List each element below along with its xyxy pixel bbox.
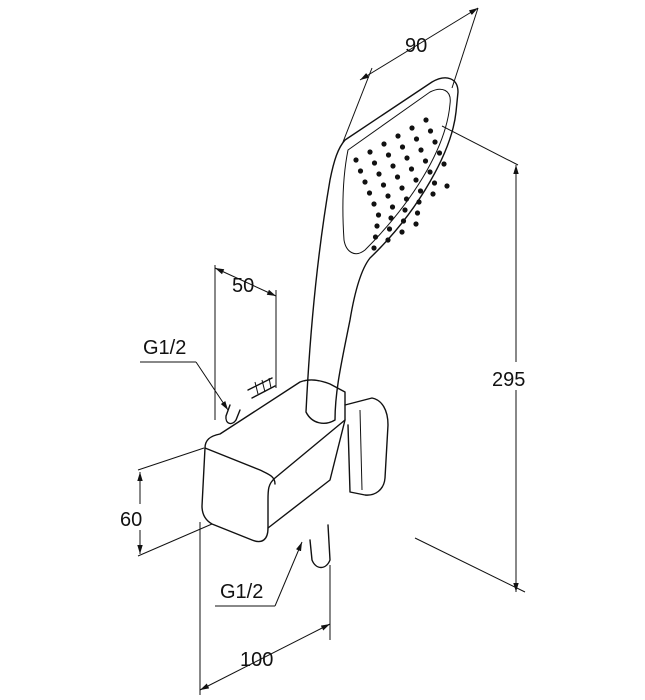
nozzle-dot [381,141,387,147]
nozzle-dot [376,171,382,177]
nozzle-dot [408,166,415,172]
nozzle-dot [423,117,429,123]
nozzle-dot [385,193,391,199]
nozzle-pattern [353,117,450,251]
nozzle-dot [380,182,387,188]
nozzle-dot [399,185,405,191]
nozzle-dot [390,163,396,169]
nozzle-dot [395,133,401,139]
nozzle-dot [400,218,407,224]
label-top-connection: G1/2 [140,337,229,411]
nozzle-dot [371,201,377,207]
nozzle-dot [366,190,373,196]
nozzle-dot [386,226,393,232]
wall-bracket [201,377,389,569]
dimension-depth: 100 [199,522,331,695]
nozzle-dot [432,139,438,145]
nozzle-dot [388,215,394,221]
nozzle-dot [414,210,421,216]
nozzle-dot [444,183,450,189]
g12-bottom-label: G1/2 [220,581,263,603]
nozzle-dot [427,169,433,175]
nozzle-dot [389,204,396,210]
nozzle-dot [441,161,447,167]
nozzle-dot [362,179,368,185]
hand-shower [305,77,459,424]
nozzle-dot [371,160,378,166]
dim-295-label: 295 [492,369,525,391]
nozzle-dot [399,229,405,235]
nozzle-dot [403,196,410,202]
dimension-height: 295 [414,125,542,593]
nozzle-dot [409,125,415,131]
dim-60-label: 60 [120,509,142,531]
nozzle-dot [427,128,434,134]
nozzle-dot [367,149,373,155]
nozzle-dot [404,155,410,161]
nozzle-dot [413,221,419,227]
nozzle-dot [353,157,359,163]
nozzle-dot [436,150,443,156]
g12-top-label: G1/2 [143,337,186,359]
nozzle-dot [413,136,420,142]
nozzle-dot [385,152,392,158]
nozzle-dot [385,237,391,243]
nozzle-dot [399,144,406,150]
nozzle-dot [416,199,422,205]
label-bottom-connection: G1/2 [215,541,303,607]
dim-100-label: 100 [240,649,273,671]
nozzle-dot [394,174,401,180]
dim-90-label: 90 [405,35,427,57]
dimension-bracket-offset: 50 [214,265,277,420]
nozzle-dot [430,191,436,197]
nozzle-dot [372,234,379,240]
dimension-head-width: 90 [342,7,479,143]
nozzle-dot [422,158,429,164]
dim-50-label: 50 [232,275,254,297]
nozzle-dot [375,212,382,218]
nozzle-dot [371,245,377,251]
nozzle-dot [402,207,408,213]
nozzle-dot [357,168,364,174]
nozzle-dot [417,188,424,194]
nozzle-dot [374,223,380,229]
nozzle-dot [413,177,419,183]
dimension-bracket-height: 60 [118,447,213,557]
nozzle-dot [418,147,424,153]
nozzle-dot [431,180,438,186]
